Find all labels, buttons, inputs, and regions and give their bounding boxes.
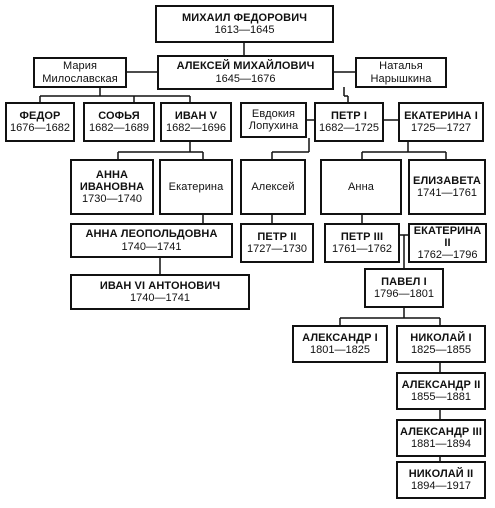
person-alexander-ii: АЛЕКСАНДР II 1855—1881: [396, 372, 486, 410]
reign-dates: 1676—1682: [10, 122, 70, 134]
person-peter-i: ПЕТР I 1682—1725: [314, 102, 384, 142]
person-peter-iii: ПЕТР III 1761—1762: [324, 223, 400, 263]
reign-dates: 1727—1730: [247, 243, 307, 255]
person-name: Екатерина: [168, 180, 224, 193]
person-evdokia-lopukhina: Евдокия Лопухина: [240, 102, 307, 138]
person-alexander-iii: АЛЕКСАНДР III 1881—1894: [396, 419, 486, 457]
person-anna-petrovna: Анна: [320, 159, 402, 215]
person-fedor: ФЕДОР 1676—1682: [5, 102, 75, 142]
reign-dates: 1741—1761: [417, 187, 477, 199]
person-ekaterina: Екатерина: [159, 159, 233, 215]
reign-dates: 1881—1894: [411, 438, 471, 450]
person-nikolai-i: НИКОЛАЙ I 1825—1855: [396, 325, 486, 363]
reign-dates: 1801—1825: [310, 344, 370, 356]
person-ekaterina-ii: ЕКАТЕРИНА II 1762—1796: [408, 223, 487, 263]
person-alexei-mikhailovich: АЛЕКСЕЙ МИХАЙЛОВИЧ 1645—1676: [157, 55, 334, 90]
person-name: АННА ЛЕОПОЛЬДОВНА: [85, 228, 218, 241]
person-mikhail-fedorovich: МИХАИЛ ФЕДОРОВИЧ 1613—1645: [155, 5, 334, 43]
reign-dates: 1645—1676: [215, 72, 276, 85]
person-peter-ii: ПЕТР II 1727—1730: [240, 223, 314, 263]
person-name: Мария Милославская: [42, 60, 118, 85]
person-alexander-i: АЛЕКСАНДР I 1801—1825: [292, 325, 388, 363]
person-name: ПАВЕЛ I: [381, 275, 427, 288]
person-name: АЛЕКСЕЙ МИХАЙЛОВИЧ: [176, 60, 315, 73]
person-name: ПЕТР I: [330, 109, 367, 122]
person-ivan-v: ИВАН V 1682—1696: [160, 102, 232, 142]
person-pavel-i: ПАВЕЛ I 1796—1801: [364, 268, 444, 308]
person-name: ПЕТР III: [340, 230, 384, 243]
reign-dates: 1855—1881: [411, 391, 471, 403]
person-name: ЕКАТЕРИНА II: [413, 224, 482, 249]
person-anna-leopoldovna: АННА ЛЕОПОЛЬДОВНА 1740—1741: [70, 223, 233, 258]
reign-dates: 1682—1725: [319, 122, 379, 134]
person-maria-miloslavskaya: Мария Милославская: [33, 57, 127, 88]
person-elizaveta: ЕЛИЗАВЕТА 1741—1761: [408, 159, 486, 215]
person-name: ИВАН V: [174, 109, 218, 122]
reign-dates: 1682—1696: [166, 122, 226, 134]
person-alexei-petrovich: Алексей: [240, 159, 306, 215]
person-name: ФЕДОР: [19, 109, 61, 122]
person-name: ЕЛИЗАВЕТА: [413, 174, 481, 187]
person-name: АЛЕКСАНДР I: [302, 331, 378, 344]
reign-dates: 1613—1645: [214, 24, 275, 36]
person-name: ЕКАТЕРИНА I: [404, 109, 478, 122]
person-name: АННА ИВАНОВНА: [79, 168, 145, 193]
reign-dates: 1725—1727: [411, 122, 471, 134]
person-anna-ivanovna: АННА ИВАНОВНА 1730—1740: [70, 159, 154, 215]
person-name: МИХАИЛ ФЕДОРОВИЧ: [181, 11, 308, 24]
person-name: Евдокия Лопухина: [248, 107, 299, 132]
person-ekaterina-i: ЕКАТЕРИНА I 1725—1727: [398, 102, 484, 142]
person-name: АЛЕКСАНДР III: [400, 425, 482, 438]
reign-dates: 1730—1740: [82, 193, 142, 206]
reign-dates: 1740—1741: [121, 240, 182, 253]
reign-dates: 1682—1689: [89, 122, 149, 134]
person-nikolai-ii: НИКОЛАЙ II 1894—1917: [396, 461, 486, 499]
reign-dates: 1796—1801: [374, 288, 434, 300]
person-name: АЛЕКСАНДР II: [401, 378, 481, 391]
person-name: СОФЬЯ: [98, 109, 140, 122]
person-ivan-vi: ИВАН VI АНТОНОВИЧ 1740—1741: [70, 274, 250, 310]
reign-dates: 1894—1917: [411, 480, 471, 492]
person-name: НИКОЛАЙ II: [408, 467, 474, 480]
person-natalia-naryshkina: Наталья Нарышкина: [355, 57, 447, 88]
person-name: Алексей: [251, 180, 295, 193]
reign-dates: 1762—1796: [417, 249, 478, 262]
person-name: Анна: [347, 180, 374, 193]
reign-dates: 1761—1762: [332, 243, 392, 255]
reign-dates: 1825—1855: [411, 344, 471, 356]
person-name: Наталья Нарышкина: [370, 60, 432, 85]
person-sofia: СОФЬЯ 1682—1689: [83, 102, 155, 142]
person-name: НИКОЛАЙ I: [410, 331, 472, 344]
reign-dates: 1740—1741: [130, 292, 190, 304]
person-name: ПЕТР II: [257, 230, 297, 243]
person-name: ИВАН VI АНТОНОВИЧ: [99, 279, 221, 292]
